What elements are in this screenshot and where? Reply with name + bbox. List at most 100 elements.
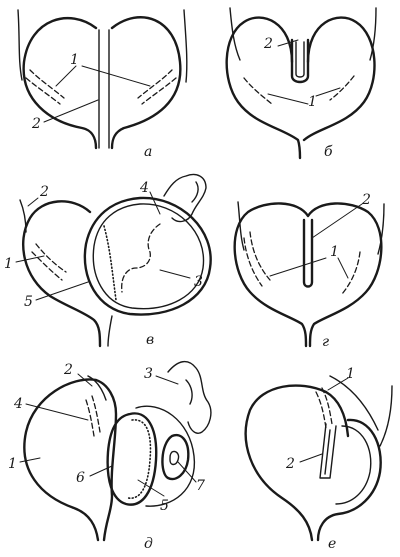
panel-b-label-2: 2 bbox=[263, 36, 273, 52]
panel-d-cyst-6 bbox=[106, 412, 158, 506]
panel-b-label-1: 1 bbox=[308, 94, 317, 110]
panel-g-label-2: 2 bbox=[361, 192, 371, 208]
panel-v-outer-wall-left bbox=[19, 199, 27, 233]
panel-g-leader-1a bbox=[269, 257, 327, 277]
panel-v-leader-1 bbox=[15, 255, 45, 263]
panel-d-cyst-7-inner bbox=[169, 450, 180, 466]
panel-v-label-5: 5 bbox=[24, 294, 33, 310]
panel-d-duct-2 bbox=[85, 399, 95, 437]
panel-v-growth bbox=[163, 173, 207, 223]
panel-e-main-lobe bbox=[244, 384, 328, 542]
panel-v-leader-2 bbox=[27, 197, 39, 207]
panel-b-septum bbox=[290, 38, 310, 84]
panel-e-tube-inner bbox=[324, 429, 331, 475]
panel-a-left-outer-wall bbox=[17, 9, 23, 81]
panel-v-large-cyst bbox=[83, 196, 212, 316]
panel-d-growth-2 bbox=[185, 379, 193, 405]
panel-d-label-5: 5 bbox=[160, 498, 169, 514]
panel-v-leader-5 bbox=[35, 281, 89, 301]
panel-e-outer-wall-2 bbox=[379, 385, 393, 447]
panel-v-label-4: 4 bbox=[139, 180, 149, 196]
panel-e-duct-2 bbox=[315, 391, 327, 429]
panel-g-leader-1b bbox=[337, 257, 349, 279]
panel-a-label-2: 2 bbox=[31, 116, 41, 132]
panel-a-caption: а bbox=[144, 144, 152, 160]
panel-d-leader-6 bbox=[89, 465, 113, 477]
panel-a-label-1: 1 bbox=[70, 52, 79, 68]
panel-v-label-3: 3 bbox=[194, 274, 203, 290]
panel-a-right-duct-2 bbox=[141, 77, 177, 105]
panel-g-septum bbox=[302, 218, 314, 288]
panel-d-label-2: 2 bbox=[63, 362, 73, 378]
panel-g-left-duct bbox=[249, 231, 271, 281]
panel-e-label-1: 1 bbox=[346, 366, 355, 382]
panel-g-leader-2 bbox=[311, 203, 363, 239]
panel-d-leader-7 bbox=[177, 461, 197, 483]
panel-d-leader-5 bbox=[137, 479, 165, 497]
panel-b-left-duct bbox=[243, 77, 273, 105]
panel-d-duct bbox=[91, 395, 101, 433]
panel-g: 2 1 г bbox=[233, 192, 385, 350]
panel-d-main-lobe-right bbox=[94, 378, 118, 542]
panel-e-duct bbox=[321, 387, 333, 425]
panel-v-left-duct-2 bbox=[31, 251, 63, 281]
panel-g-left-outer-wall bbox=[237, 201, 245, 251]
panel-b-left-outer-wall bbox=[229, 7, 241, 61]
panel-g-right-outer-wall bbox=[377, 203, 385, 255]
panel-a-left-duct-2 bbox=[25, 77, 61, 105]
panel-b-leader-2 bbox=[277, 39, 299, 47]
panel-d-label-3: 3 bbox=[144, 366, 153, 382]
panel-e-main-lobe-right bbox=[324, 390, 350, 438]
panel-a-right-duct bbox=[137, 69, 173, 99]
panel-d-outer-wall bbox=[87, 375, 107, 401]
panel-b-septum-inner bbox=[295, 41, 305, 78]
panel-a-left-duct bbox=[29, 69, 65, 99]
panel-d-label-1: 1 bbox=[8, 456, 17, 472]
panel-a: 1 2 а bbox=[17, 9, 188, 160]
panel-e-leader-1 bbox=[327, 377, 349, 391]
panel-d-main-lobe bbox=[23, 378, 100, 542]
panel-a-right-outer-wall bbox=[183, 9, 188, 83]
panel-b-leader-1b bbox=[315, 87, 341, 97]
panel-v-leader-3 bbox=[159, 269, 191, 279]
panel-v-left-duct bbox=[35, 243, 67, 273]
panel-d-leader-4 bbox=[25, 403, 89, 421]
panel-e-label-2: 2 bbox=[285, 456, 295, 472]
panel-v-cyst-wall-dots bbox=[103, 225, 117, 301]
panel-v-growth-2 bbox=[191, 181, 199, 203]
panel-a-leader-2 bbox=[43, 99, 99, 123]
panel-v: 2 4 1 5 3 в bbox=[4, 173, 212, 348]
panel-v-small-lobe bbox=[22, 200, 102, 348]
panel-g-heart-outline bbox=[233, 202, 383, 348]
panel-d-growth bbox=[167, 361, 212, 434]
panel-d-label-7: 7 bbox=[196, 478, 205, 494]
panel-d-leader-3 bbox=[155, 375, 179, 385]
panel-b-caption: б bbox=[324, 144, 333, 160]
panel-d-label-6: 6 bbox=[76, 470, 85, 486]
panel-d-caption: д bbox=[144, 536, 153, 552]
panel-v-label-1: 1 bbox=[4, 256, 13, 272]
panel-d-capsule bbox=[135, 405, 196, 507]
panel-d-leader-1 bbox=[19, 457, 41, 463]
panel-v-leader-4 bbox=[149, 191, 161, 215]
panel-a-right-lobe bbox=[110, 16, 182, 150]
panel-d-leader-2 bbox=[77, 373, 93, 387]
panel-e-outer-wall-1 bbox=[329, 375, 379, 431]
panel-d: 2 3 4 1 6 7 5 д bbox=[8, 361, 212, 552]
panel-d-label-4: 4 bbox=[13, 396, 23, 412]
panel-v-cyst-duct bbox=[121, 223, 161, 293]
panel-b-right-duct bbox=[329, 75, 355, 101]
panel-e-caption: е bbox=[328, 536, 336, 552]
panel-e-cyst bbox=[316, 418, 382, 542]
panel-b: 2 1 б bbox=[225, 7, 377, 160]
panel-v-label-2: 2 bbox=[39, 184, 49, 200]
panel-g-caption: г bbox=[322, 334, 329, 350]
panel-b-leader-1a bbox=[267, 93, 309, 105]
panel-g-label-1: 1 bbox=[330, 244, 339, 260]
panel-e: 1 2 е bbox=[244, 366, 393, 552]
panel-g-left-duct-2 bbox=[243, 237, 263, 287]
panel-d-cyst-6-dots bbox=[127, 419, 152, 499]
panel-a-leader-1a bbox=[55, 65, 77, 87]
panel-v-large-cyst-inner bbox=[92, 203, 205, 310]
